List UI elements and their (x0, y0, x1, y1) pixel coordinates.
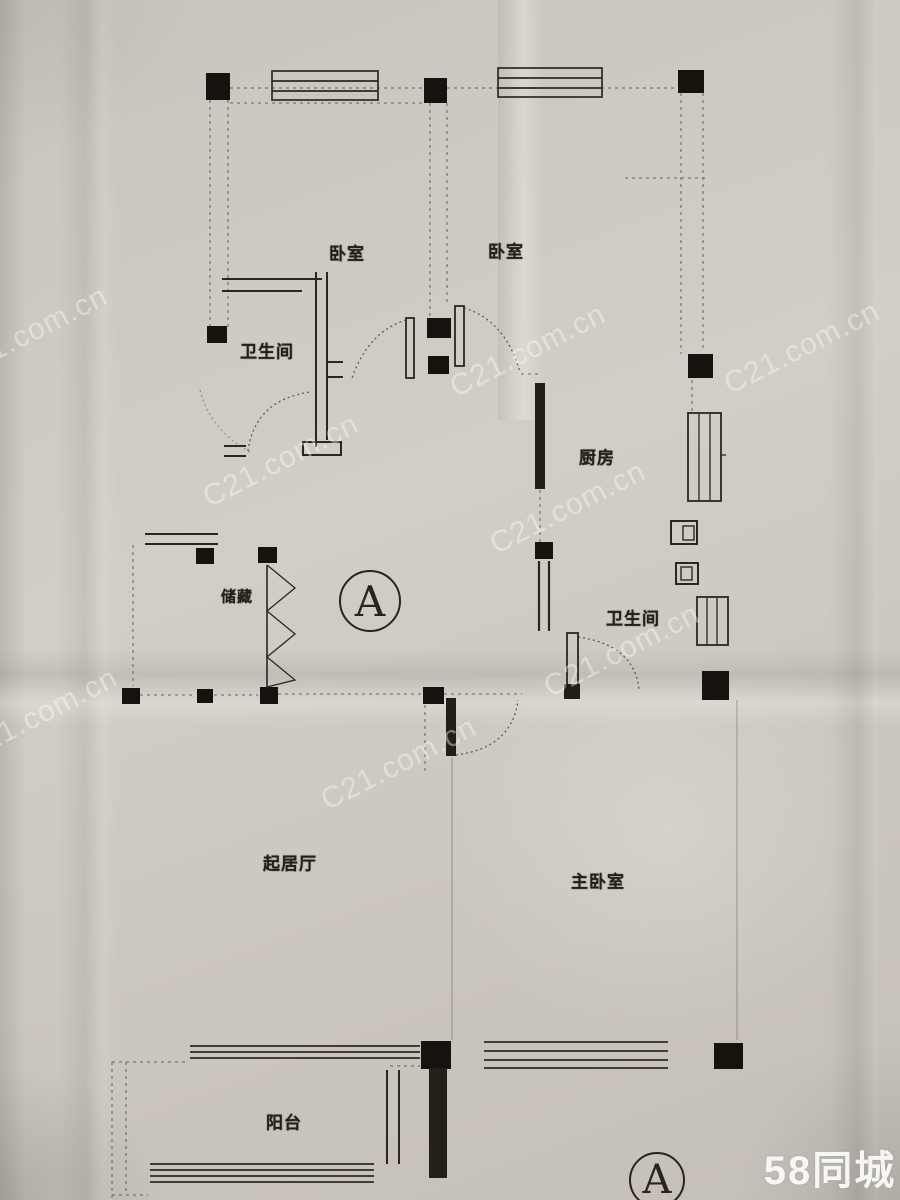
room-label-master-bedroom: 主卧室 (571, 872, 625, 892)
door-swing-arcs (199, 307, 640, 756)
room-label-balcony: 阳台 (266, 1113, 302, 1133)
storage-folding-door (145, 533, 297, 688)
section-marker-a-bottom: A (629, 1152, 685, 1200)
faded-walls (451, 700, 738, 1040)
kitchen-walls-and-counter (535, 383, 726, 585)
section-marker-letter: A (354, 576, 386, 626)
dashed-guide-lines (111, 87, 705, 1198)
living-room-door (446, 698, 456, 756)
windows (150, 67, 668, 1183)
bathroom-left-walls (222, 272, 343, 457)
room-label-bathroom-left: 卫生间 (240, 342, 294, 362)
room-label-living-room: 起居厅 (263, 854, 317, 874)
room-label-bedroom-top-right: 卧室 (488, 242, 524, 262)
site-logo-58: 58同城 (763, 1149, 897, 1193)
room-label-bathroom-right: 卫生间 (606, 609, 660, 629)
room-label-storage: 储藏 (220, 588, 254, 606)
hall-door-leaves (405, 305, 465, 379)
section-marker-a-center: A (339, 570, 401, 632)
columns (122, 70, 743, 1069)
room-label-bedroom-top-left: 卧室 (329, 244, 365, 264)
balcony-partition-walls (386, 1068, 447, 1178)
bathroom-right-walls (537, 561, 729, 699)
room-label-kitchen: 厨房 (579, 448, 615, 468)
section-marker-letter: A (642, 1157, 672, 1200)
